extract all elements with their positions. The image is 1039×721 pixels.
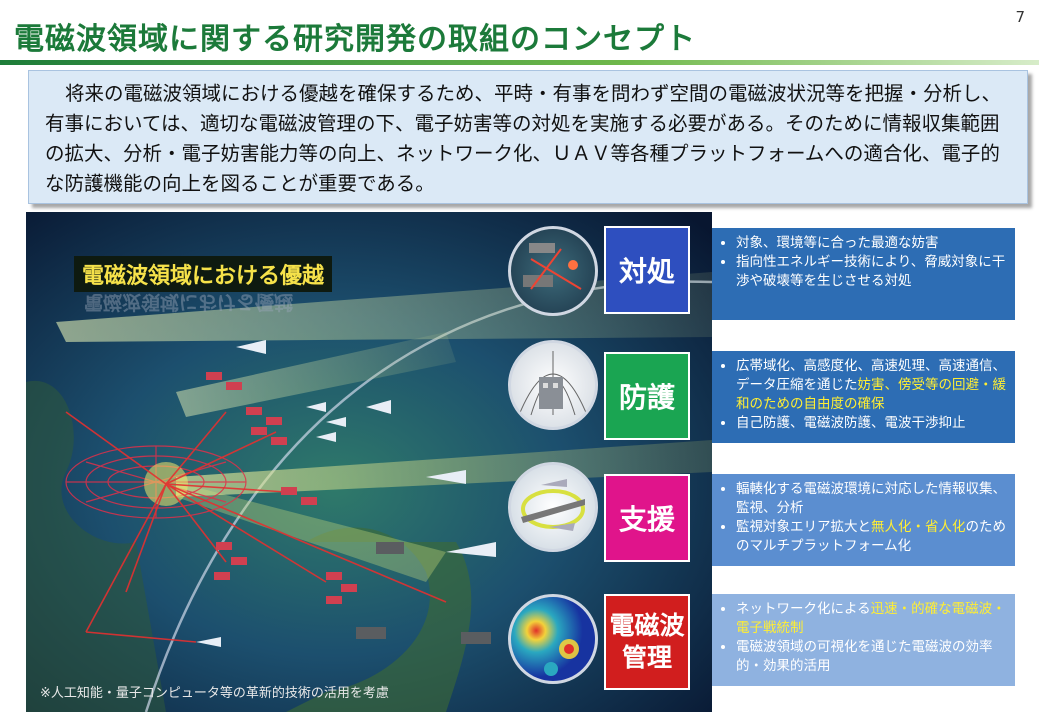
bullet-text: 輻輳化する電磁波環境に対応した情報収集、監視、分析 <box>736 481 1006 516</box>
page-title: 電磁波領域に関する研究開発の取組のコンセプト <box>14 22 696 57</box>
bullet-text: 電磁波領域の可視化を通じた電磁波の効率的・効果的活用 <box>736 639 993 674</box>
uav-icon <box>508 462 598 552</box>
label-taisho: 対処 <box>604 226 690 314</box>
bullet-text: 広帯域化、高感度化、高速処理、高速通信、データ圧縮を通じた <box>736 358 1006 393</box>
panel-kanri-list: ネットワーク化による迅速・的確な電磁波・電子戦統制電磁波領域の可視化を通じた電磁… <box>722 600 1007 676</box>
concept-illustration: 電磁波領域における優越 電磁波領域における優越 ※人工知能・量子コンピュータ等の… <box>26 212 712 712</box>
scene-title: 電磁波領域における優越 <box>74 256 333 292</box>
bullet-text: 対象、環境等に合った最適な妨害 <box>736 235 939 251</box>
highlighted-text: 無人化・省人化 <box>871 519 966 535</box>
footnote: ※人工知能・量子コンピュータ等の革新的技術の活用を考慮 <box>40 686 389 701</box>
beam-middle <box>176 332 456 417</box>
landmass <box>26 380 166 712</box>
panel-bullet: 監視対象エリア拡大と無人化・省人化のためのマルチプラットフォーム化 <box>736 518 1007 556</box>
highlighted-text: 迅速・的確な電磁波・電子戦統制 <box>736 601 1006 636</box>
title-rule <box>0 60 1039 65</box>
bullet-text: 監視対象エリア拡大と <box>736 519 871 535</box>
panel-bullet: 広帯域化、高感度化、高速処理、高速通信、データ圧縮を通じた妨害、傍受等の回避・緩… <box>736 357 1007 414</box>
panel-shien-list: 輻輳化する電磁波環境に対応した情報収集、監視、分析監視対象エリア拡大と無人化・省… <box>722 480 1007 556</box>
panel-shien: 輻輳化する電磁波環境に対応した情報収集、監視、分析監視対象エリア拡大と無人化・省… <box>712 474 1015 566</box>
panel-bullet: 指向性エネルギー技術により、脅威対象に干渉や破壊等を生じさせる対処 <box>736 253 1007 291</box>
panel-bullet: 対象、環境等に合った最適な妨害 <box>736 234 1007 253</box>
intro-text: 将来の電磁波領域における優越を確保するため、平時・有事を問わず空間の電磁波状況等… <box>45 82 1002 195</box>
panel-taisho-list: 対象、環境等に合った最適な妨害指向性エネルギー技術により、脅威対象に干渉や破壊等… <box>722 234 1007 291</box>
panel-kanri: ネットワーク化による迅速・的確な電磁波・電子戦統制電磁波領域の可視化を通じた電磁… <box>712 594 1015 686</box>
jammer-icon <box>508 226 598 316</box>
beam-lower <box>176 440 712 497</box>
scene-title-reflection: 電磁波領域における優越 <box>84 291 294 313</box>
panel-bougo-list: 広帯域化、高感度化、高速処理、高速通信、データ圧縮を通じた妨害、傍受等の回避・緩… <box>722 357 1007 433</box>
ship-group <box>206 372 357 604</box>
aircraft-group <box>196 340 496 647</box>
ground-vehicles <box>356 542 491 644</box>
label-kanri-line1: 電磁波 <box>609 611 685 640</box>
bullet-text: 指向性エネルギー技術により、脅威対象に干渉や破壊等を生じさせる対処 <box>736 254 1006 289</box>
label-kanri: 電磁波 管理 <box>604 594 690 690</box>
panel-bullet: 自己防護、電磁波防護、電波干渉抑止 <box>736 414 1007 433</box>
page-number: 7 <box>1015 8 1025 26</box>
panel-bullet: ネットワーク化による迅速・的確な電磁波・電子戦統制 <box>736 600 1007 638</box>
heatmap-icon <box>508 594 598 684</box>
scene-graphic <box>26 212 712 712</box>
beam-ground <box>176 482 446 582</box>
label-shien: 支援 <box>604 474 690 562</box>
highlighted-text: 妨害、傍受等の回避・緩和のための自由度の確保 <box>736 377 1006 412</box>
bullet-text: ネットワーク化による <box>736 601 871 617</box>
intro-box: 将来の電磁波領域における優越を確保するため、平時・有事を問わず空間の電磁波状況等… <box>28 70 1028 204</box>
shelter-icon <box>508 340 598 430</box>
panel-bullet: 輻輳化する電磁波環境に対応した情報収集、監視、分析 <box>736 480 1007 518</box>
landmass-2 <box>286 527 472 712</box>
label-bougo: 防護 <box>604 352 690 440</box>
panel-taisho: 対象、環境等に合った最適な妨害指向性エネルギー技術により、脅威対象に干渉や破壊等… <box>712 228 1015 320</box>
label-kanri-line2: 管理 <box>621 643 672 672</box>
panel-bullet: 電磁波領域の可視化を通じた電磁波の効率的・効果的活用 <box>736 638 1007 676</box>
panel-bougo: 広帯域化、高感度化、高速処理、高速通信、データ圧縮を通じた妨害、傍受等の回避・緩… <box>712 351 1015 443</box>
bullet-text: のためのマルチプラットフォーム化 <box>736 519 1006 554</box>
bullet-text: 自己防護、電磁波防護、電波干渉抑止 <box>736 415 966 431</box>
